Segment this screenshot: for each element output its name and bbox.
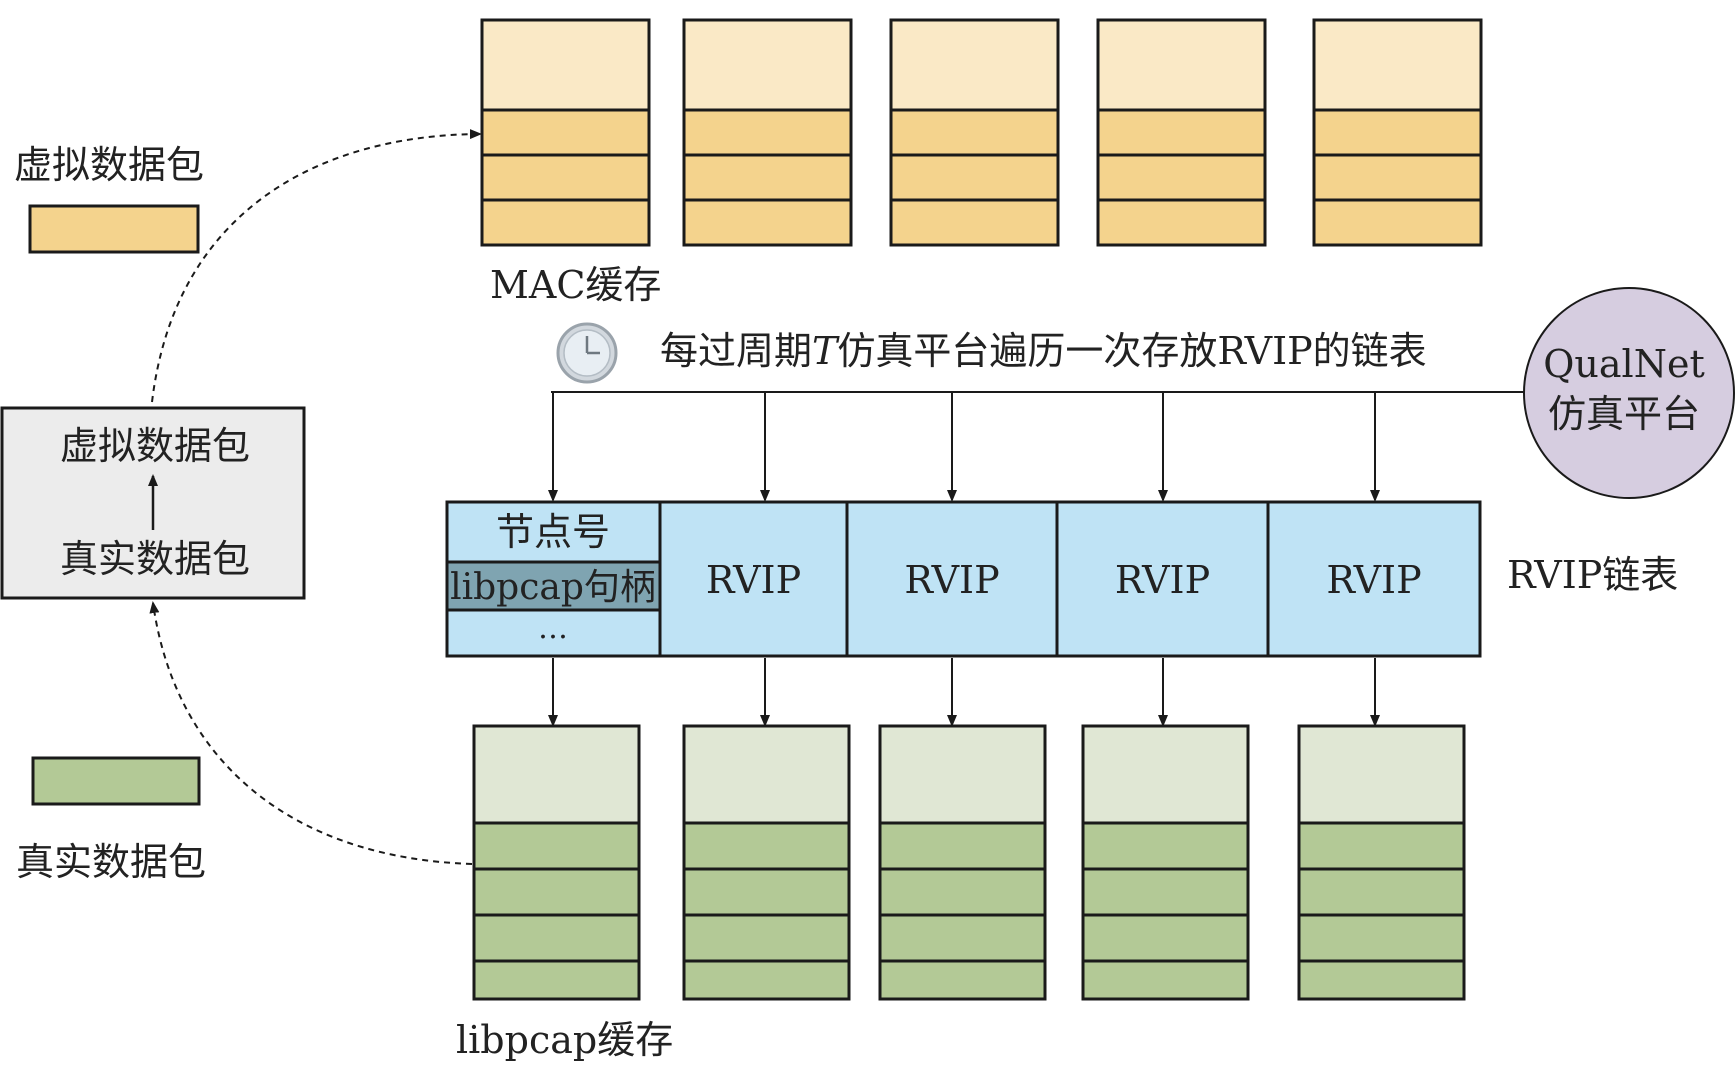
- libpcap-stack-packet-slot: [472, 867, 641, 917]
- mac-cache-stack: [480, 18, 651, 247]
- mac-stack-free-space: [480, 18, 651, 112]
- libpcap-cache-stacks: [472, 724, 1466, 1001]
- mac-stack-free-space: [1096, 18, 1267, 112]
- libpcap-stack-packet-slot: [1081, 867, 1250, 917]
- libpcap-stack-packet-slot: [878, 959, 1047, 1001]
- mac-stack-packet-slot: [480, 198, 651, 247]
- mac-stack-free-space: [1312, 18, 1483, 112]
- rvip-cell: [1266, 500, 1482, 658]
- qualnet-label-line1: QualNet: [1543, 342, 1704, 386]
- rvip-cell: [658, 500, 849, 658]
- mac-stack-packet-slot: [1312, 108, 1483, 157]
- libpcap-stack-packet-slot: [1081, 959, 1250, 1001]
- mac-stack-packet-slot: [480, 153, 651, 202]
- cache-arrows: [548, 658, 1380, 727]
- mac-stack-packet-slot: [1312, 198, 1483, 247]
- mac-stack-packet-slot: [682, 153, 853, 202]
- traversal-arrows: [548, 392, 1380, 502]
- libpcap-stack-packet-slot: [1297, 821, 1466, 871]
- libpcap-cache-stack: [1081, 724, 1250, 1001]
- qualnet-label-line2: 仿真平台: [1548, 392, 1700, 436]
- libpcap-stack-packet-slot: [878, 867, 1047, 917]
- libpcap-stack-packet-slot: [472, 913, 641, 963]
- clock-icon: [556, 322, 618, 384]
- libpcap-stack-free-space: [1297, 724, 1466, 825]
- mac-stack-packet-slot: [1096, 198, 1267, 247]
- mac-cache-stack: [1312, 18, 1483, 247]
- mac-cache-stack: [682, 18, 853, 247]
- libpcap-stack-packet-slot: [682, 959, 851, 1001]
- rvip-cell-label: RVIP: [904, 558, 999, 602]
- mac-stack-packet-slot: [889, 153, 1060, 202]
- rvip-cells: RVIP RVIP RVIP RVIP: [658, 500, 1482, 658]
- legend-real-label: 真实数据包: [16, 840, 206, 884]
- libpcap-cache-stack: [1297, 724, 1466, 1001]
- libpcap-stack-packet-slot: [472, 821, 641, 871]
- mac-stack-packet-slot: [1312, 153, 1483, 202]
- libpcap-stack-packet-slot: [878, 821, 1047, 871]
- mac-cache-label: MAC缓存: [490, 263, 661, 307]
- libpcap-handle-label: libpcap句柄: [450, 567, 656, 608]
- libpcap-cache-stack: [682, 724, 851, 1001]
- legend-real-swatch: [31, 756, 201, 806]
- legend-virtual-label: 虚拟数据包: [14, 143, 204, 187]
- mac-stack-free-space: [889, 18, 1060, 112]
- libpcap-cache-label: libpcap缓存: [456, 1018, 673, 1062]
- rvip-linked-list: 节点号 libpcap句柄 … RVIP RVIP RVIP RVIP: [445, 500, 1482, 658]
- libpcap-stack-packet-slot: [1297, 959, 1466, 1001]
- mac-stack-packet-slot: [1096, 108, 1267, 157]
- libpcap-cache-stack: [878, 724, 1047, 1001]
- libpcap-stack-free-space: [1081, 724, 1250, 825]
- rvip-cell-label: RVIP: [1326, 558, 1421, 602]
- libpcap-stack-packet-slot: [878, 913, 1047, 963]
- mac-stack-packet-slot: [480, 108, 651, 157]
- libpcap-stack-free-space: [682, 724, 851, 825]
- libpcap-stack-packet-slot: [682, 913, 851, 963]
- mac-stack-packet-slot: [1096, 153, 1267, 202]
- rvip-cell-label: RVIP: [1115, 558, 1210, 602]
- node-number-label: 节点号: [496, 510, 610, 554]
- libpcap-stack-packet-slot: [1081, 821, 1250, 871]
- mac-stack-packet-slot: [682, 108, 853, 157]
- libpcap-stack-packet-slot: [472, 959, 641, 1001]
- converter-real-label: 真实数据包: [60, 537, 250, 581]
- libpcap-cache-stack: [472, 724, 641, 1001]
- rvip-cell-label: RVIP: [706, 558, 801, 602]
- mac-stack-packet-slot: [889, 108, 1060, 157]
- mac-stack-free-space: [682, 18, 853, 112]
- mac-stack-packet-slot: [889, 198, 1060, 247]
- libpcap-stack-packet-slot: [1297, 867, 1466, 917]
- libpcap-stack-free-space: [878, 724, 1047, 825]
- libpcap-stack-free-space: [472, 724, 641, 825]
- rvip-list-label: RVIP链表: [1507, 553, 1678, 597]
- node-ellipsis: …: [538, 611, 568, 646]
- converter-virtual-label: 虚拟数据包: [60, 424, 250, 468]
- libpcap-stack-packet-slot: [682, 821, 851, 871]
- real-flow-curve: [149, 601, 473, 865]
- libpcap-stack-packet-slot: [1297, 913, 1466, 963]
- cycle-description: 每过周期T仿真平台遍历一次存放RVIP的链表: [660, 329, 1427, 373]
- legend-virtual-swatch: [28, 204, 200, 254]
- mac-stack-packet-slot: [682, 198, 853, 247]
- libpcap-stack-packet-slot: [682, 867, 851, 917]
- libpcap-stack-packet-slot: [1081, 913, 1250, 963]
- rvip-cell: [1055, 500, 1270, 658]
- mac-cache-stack: [889, 18, 1060, 247]
- mac-cache-stack: [1096, 18, 1267, 247]
- mac-cache-stacks: [480, 18, 1483, 247]
